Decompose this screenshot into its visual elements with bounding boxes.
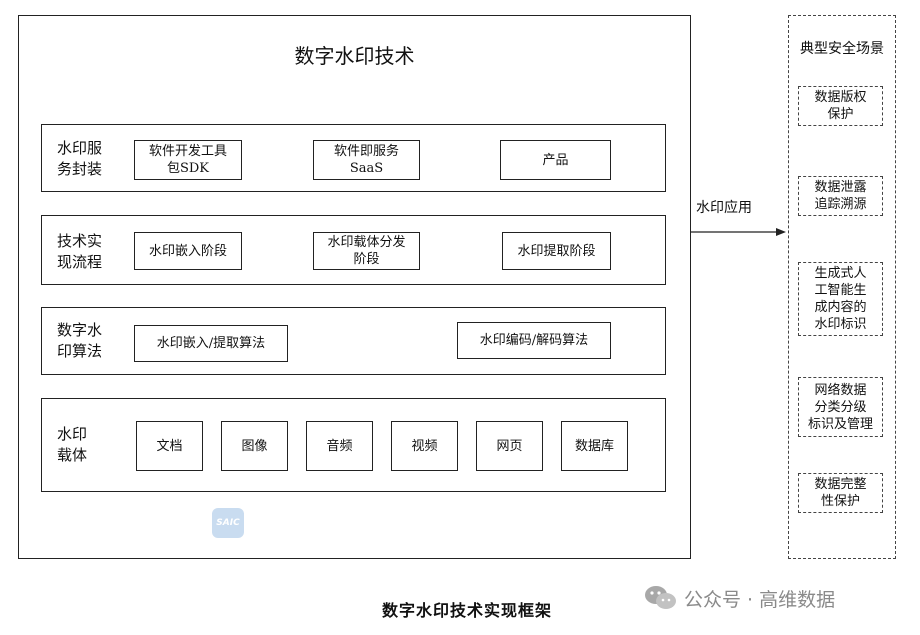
arrow-connector xyxy=(691,228,786,236)
wechat-icon xyxy=(645,586,676,609)
item-extract-stage: 水印提取阶段 xyxy=(502,232,611,270)
arrow-label: 水印应用 xyxy=(696,200,752,216)
figure-caption: 数字水印技术实现框架 xyxy=(382,601,553,620)
item-product: 产品 xyxy=(500,140,611,180)
saic-logo-text: SAIC xyxy=(216,518,240,528)
scenario-leak-tracing: 数据泄露 追踪溯源 xyxy=(798,176,883,216)
framework-title: 数字水印技术 xyxy=(294,44,415,68)
item-encode-decode-algorithm: 水印编码/解码算法 xyxy=(457,322,611,359)
saic-logo: SAIC xyxy=(212,508,244,538)
row-service-label: 水印服 务封装 xyxy=(57,139,103,178)
scenario-title: 典型安全场景 xyxy=(800,41,884,57)
row-algorithm-label: 数字水 印算法 xyxy=(57,321,103,360)
item-video: 视频 xyxy=(391,421,458,471)
scenario-aigc-labeling: 生成式人 工智能生 成内容的 水印标识 xyxy=(798,262,883,336)
item-embed-extract-algorithm: 水印嵌入/提取算法 xyxy=(134,325,288,362)
item-audio: 音频 xyxy=(306,421,373,471)
item-saas: 软件即服务 SaaS xyxy=(313,140,420,180)
item-embed-stage: 水印嵌入阶段 xyxy=(134,232,242,270)
item-document: 文档 xyxy=(136,421,203,471)
item-distribution-stage: 水印载体分发 阶段 xyxy=(313,232,420,270)
watermark-account: 公众号 · 高维数据 xyxy=(684,589,836,611)
row-process-label: 技术实 现流程 xyxy=(57,232,103,271)
row-carrier-label: 水印 载体 xyxy=(57,425,88,464)
scenario-copyright: 数据版权 保护 xyxy=(798,86,883,126)
item-database: 数据库 xyxy=(561,421,628,471)
scenario-column xyxy=(788,15,896,559)
scenario-integrity: 数据完整 性保护 xyxy=(798,473,883,513)
item-webpage: 网页 xyxy=(476,421,543,471)
item-image: 图像 xyxy=(221,421,288,471)
scenario-classification: 网络数据 分类分级 标识及管理 xyxy=(798,377,883,437)
item-sdk: 软件开发工具 包SDK xyxy=(134,140,242,180)
